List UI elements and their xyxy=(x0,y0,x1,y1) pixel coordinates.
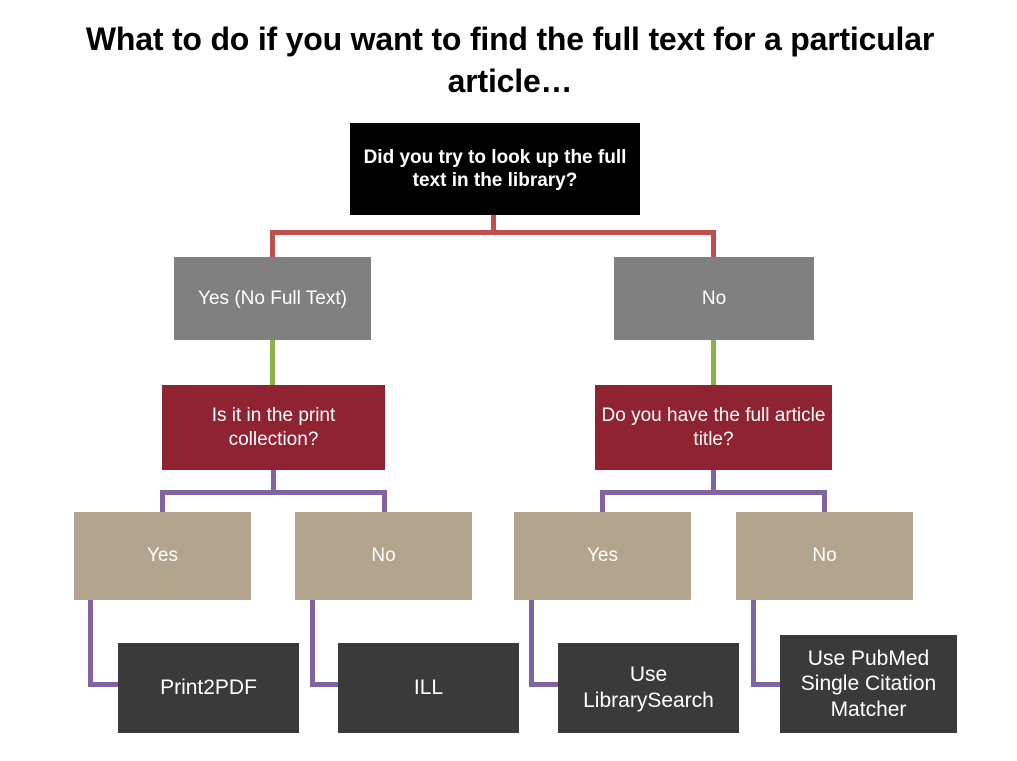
connector-print-no-drop xyxy=(310,600,315,687)
node-no[interactable]: No xyxy=(614,257,814,340)
node-yes-no-full-text[interactable]: Yes (No Full Text) xyxy=(174,257,371,340)
connector-print-no-elbow xyxy=(310,682,342,687)
node-use-pubmed-single-citation-matcher-label: Use PubMed Single Citation Matcher xyxy=(800,646,937,721)
connector-print-collection-to-no xyxy=(382,490,387,512)
connector-print-yes-elbow xyxy=(88,682,122,687)
connector-root-crossbar xyxy=(270,230,716,235)
connector-article-title-to-yes xyxy=(600,490,605,512)
connector-print-yes-drop xyxy=(88,600,93,687)
node-print-yes[interactable]: Yes xyxy=(74,512,251,600)
connector-no-to-article-title xyxy=(711,340,716,385)
node-print2pdf-label: Print2PDF xyxy=(160,676,257,700)
node-root-question-label: Did you try to look up the full text in … xyxy=(363,146,627,191)
connector-root-to-no xyxy=(711,230,716,258)
connector-article-title-to-no xyxy=(822,490,827,512)
node-print-yes-label: Yes xyxy=(147,545,178,567)
connector-title-no-drop xyxy=(751,600,756,687)
node-title-yes[interactable]: Yes xyxy=(514,512,691,600)
node-use-pubmed-single-citation-matcher[interactable]: Use PubMed Single Citation Matcher xyxy=(780,635,957,733)
node-print-collection-label: Is it in the print collection? xyxy=(211,405,336,450)
connector-title-no-elbow xyxy=(751,682,784,687)
page-title: What to do if you want to find the full … xyxy=(85,21,935,100)
connector-title-yes-elbow xyxy=(529,682,562,687)
connector-print-collection-stem xyxy=(271,470,276,493)
node-title-yes-label: Yes xyxy=(587,545,618,567)
connector-article-title-stem xyxy=(711,470,716,493)
connector-title-yes-drop xyxy=(529,600,534,687)
node-print2pdf[interactable]: Print2PDF xyxy=(118,643,299,733)
node-print-no[interactable]: No xyxy=(295,512,472,600)
connector-print-collection-to-yes xyxy=(160,490,165,512)
node-print-collection[interactable]: Is it in the print collection? xyxy=(162,385,385,470)
node-ill[interactable]: ILL xyxy=(338,643,519,733)
connector-root-to-yes xyxy=(270,230,275,258)
node-no-label: No xyxy=(701,287,727,309)
connector-yes-to-print-collection xyxy=(270,340,275,385)
node-use-librarysearch-label: Use LibrarySearch xyxy=(583,663,714,712)
node-full-article-title[interactable]: Do you have the full article title? xyxy=(595,385,832,470)
node-full-article-title-label: Do you have the full article title? xyxy=(601,405,826,450)
node-print-no-label: No xyxy=(371,545,396,567)
connector-root-stem xyxy=(491,215,496,234)
node-root-question[interactable]: Did you try to look up the full text in … xyxy=(350,123,640,215)
node-title-no-label: No xyxy=(812,545,837,567)
connector-print-collection-crossbar xyxy=(160,490,387,495)
node-use-librarysearch[interactable]: Use LibrarySearch xyxy=(558,643,739,733)
node-ill-label: ILL xyxy=(413,676,444,700)
node-yes-no-full-text-label: Yes (No Full Text) xyxy=(198,287,347,309)
connector-article-title-crossbar xyxy=(600,490,827,495)
node-title-no[interactable]: No xyxy=(736,512,913,600)
